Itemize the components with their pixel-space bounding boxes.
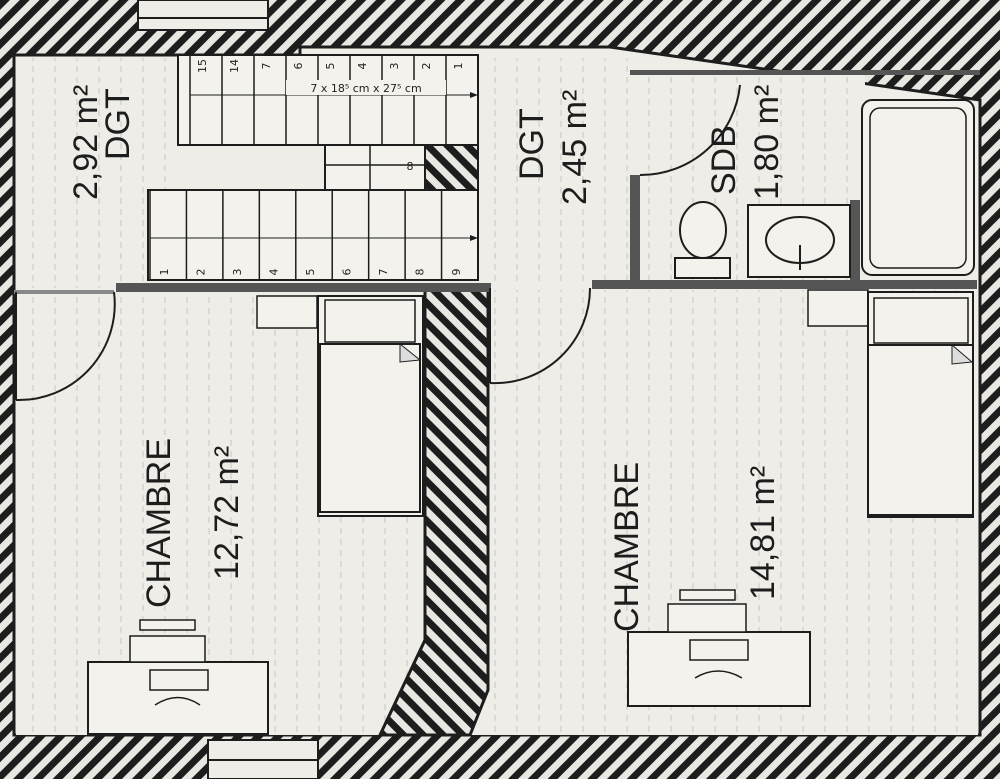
door-swing-left: [15, 291, 116, 402]
upper-step-number: 1: [452, 63, 465, 70]
upper-step-number: 4: [356, 63, 369, 70]
lower-steps: 1 2 3 4 5 6 7 8 9: [149, 190, 463, 280]
lower-step-number: 3: [231, 269, 244, 276]
furniture-right: [627, 289, 974, 707]
windows: [137, 0, 319, 779]
stair-dimension-note: 7 x 18⁵ cm x 27⁵ cm: [310, 82, 421, 95]
chair-right: [667, 603, 747, 633]
chambre-right-floor: [470, 290, 978, 735]
upper-step-number: 5: [324, 63, 337, 70]
lower-step-number: 5: [304, 269, 317, 276]
door-swing-sdb: [639, 84, 741, 177]
upper-step-number: 15: [196, 59, 209, 73]
sdb-name: SDB: [705, 125, 743, 195]
upper-step-number: 3: [388, 63, 401, 70]
dgt-right-area: 2,45 m²: [556, 90, 594, 205]
room-labels: 2,92 m² DGT DGT 2,45 m² SDB 1,80 m² CHAM…: [67, 85, 786, 632]
bathtub: [861, 99, 975, 276]
room-floors: [16, 58, 978, 735]
upper-step-number: 14: [228, 59, 241, 73]
chambre-left-name: CHAMBRE: [140, 438, 178, 608]
doors: [15, 84, 741, 402]
toilet: [679, 201, 727, 259]
dgt-left-name: DGT: [99, 88, 137, 160]
bathroom-fixtures: [674, 99, 975, 279]
upper-steps: 15 14 7 6 5 4 3 2 1: [189, 55, 465, 145]
sdb-area: 1,80 m²: [748, 85, 786, 200]
lower-step-number: 9: [450, 269, 463, 276]
lower-step-number: 2: [195, 269, 208, 276]
upper-step-number: 2: [420, 63, 433, 70]
stair-wall-block: [424, 139, 479, 191]
laptop-right: [689, 639, 749, 661]
interior-walls: [14, 70, 980, 294]
stair-landing-mark: 8: [407, 160, 414, 173]
top-window: [137, 0, 269, 31]
lower-step-number: 6: [340, 269, 353, 276]
lower-step-number: 7: [377, 269, 390, 276]
furniture-left: [87, 295, 424, 735]
chambre-right-name: CHAMBRE: [608, 462, 646, 632]
chambre-left-area: 12,72 m²: [208, 446, 246, 580]
lower-step-number: 8: [413, 269, 426, 276]
nightstand-right: [807, 289, 869, 327]
upper-step-number: 6: [292, 63, 305, 70]
laptop-left: [149, 669, 209, 691]
upper-step-number: 7: [260, 63, 273, 70]
nightstand-left: [256, 295, 318, 329]
dgt-right-name: DGT: [513, 108, 551, 180]
chair-left: [129, 635, 206, 663]
dgt-left-area: 2,92 m²: [67, 85, 105, 200]
door-swing-right: [489, 287, 592, 385]
lower-step-number: 4: [268, 269, 281, 276]
dgt-right-floor: [482, 58, 634, 283]
lower-step-number: 1: [158, 269, 171, 276]
staircase: 15 14 7 6 5 4 3 2 1 1 2 3 4 5 6 7 8 9 7 x 18⁵ cm x 27⁵ c…: [147, 54, 479, 281]
chambre-right-area: 14,81 m²: [744, 466, 782, 600]
